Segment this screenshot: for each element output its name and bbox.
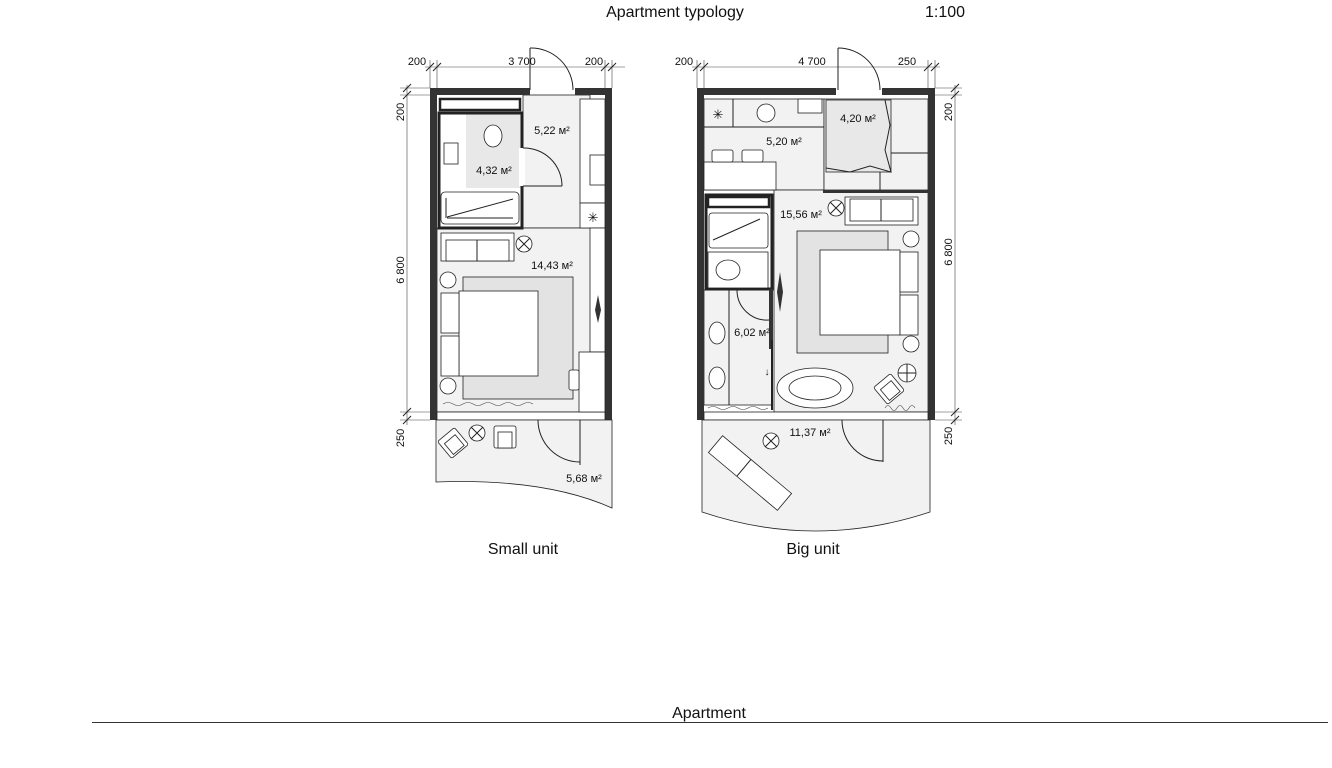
svg-text:200: 200 [395, 103, 407, 121]
hall-floor [522, 94, 591, 229]
bathroom-door[interactable] [736, 289, 770, 321]
hall-wardrobe [579, 98, 606, 204]
curtain [442, 402, 534, 406]
balcony-floor [435, 419, 613, 509]
toilet [715, 259, 741, 281]
bathtub [776, 367, 854, 409]
pillow [899, 294, 919, 336]
sheet-title: Apartment typology [606, 4, 744, 21]
entrance-door[interactable] [837, 47, 881, 91]
curtain [707, 406, 769, 410]
big-unit-dimensions: 200 4 700 250 200 6 800 250 [675, 56, 962, 445]
sink [443, 142, 459, 165]
bed [819, 249, 901, 336]
floor-lamp-icon [897, 363, 917, 383]
washbasin [708, 321, 726, 345]
arrow-down-icon: ↓ [765, 367, 770, 378]
area-room: 14,43 м² [531, 260, 573, 272]
armchair [437, 427, 469, 459]
svg-text:200: 200 [408, 56, 426, 68]
hob [756, 103, 776, 123]
big-unit-label: Big unit [786, 541, 840, 558]
svg-text:3 700: 3 700 [508, 56, 536, 68]
area-wardrobe: 4,20 м² [840, 113, 876, 125]
svg-text:6 800: 6 800 [943, 238, 955, 266]
svg-text:4 700: 4 700 [798, 56, 826, 68]
tv-cabinet [589, 227, 606, 353]
small-unit-dimensions: 200 3 700 200 200 6 800 250 [395, 56, 625, 447]
balcony-floor [701, 419, 931, 532]
toilet [483, 124, 503, 148]
fan-icon: ✳ [713, 107, 724, 122]
small-unit-plan: 200 3 700 200 200 6 800 250 [395, 47, 625, 509]
footer-label: Apartment [672, 705, 746, 722]
area-room: 15,56 м² [780, 209, 822, 221]
svg-text:200: 200 [943, 103, 955, 121]
pillow [440, 335, 460, 377]
scale-label: 1:100 [925, 4, 965, 21]
nightstand [902, 230, 920, 248]
area-kitchen: 5,20 м² [766, 136, 802, 148]
entrance-door[interactable] [529, 47, 574, 91]
fan-icon: ✳ [588, 210, 599, 225]
balcony-lamp-icon [468, 424, 486, 442]
washbasin [708, 366, 726, 390]
small-unit-label: Small unit [488, 541, 559, 558]
chair [711, 149, 734, 163]
walk-in-wardrobe [825, 99, 892, 173]
armchair [873, 373, 905, 405]
ventilation-shaft [579, 202, 606, 229]
balcony-lamp-icon [762, 432, 780, 450]
armchair [493, 425, 517, 449]
svg-text:200: 200 [585, 56, 603, 68]
wardrobe-section [589, 154, 606, 186]
desk-chair [568, 369, 580, 391]
sofa [440, 232, 515, 262]
pillow [440, 292, 460, 334]
sun-lounger [707, 435, 793, 511]
svg-text:200: 200 [675, 56, 693, 68]
area-bathroom: 6,02 м² [734, 327, 770, 339]
chair [741, 149, 764, 163]
dining-table [703, 161, 777, 191]
balcony-door[interactable] [841, 419, 884, 462]
bathroom-door[interactable] [522, 147, 563, 187]
sink [797, 98, 823, 114]
curtain [884, 405, 916, 411]
big-unit-plan: 200 4 700 250 200 6 800 250 [675, 47, 962, 532]
desk [578, 351, 606, 413]
area-balcony: 11,37 м² [790, 427, 831, 439]
ceiling-lamp-icon [827, 199, 845, 217]
area-balcony: 5,68 м² [566, 473, 602, 485]
folding-doors [825, 99, 892, 173]
nightstand [439, 377, 457, 395]
ceiling-lamp-icon [515, 235, 533, 253]
bed [458, 290, 539, 377]
shower [708, 212, 769, 249]
svg-text:6 800: 6 800 [395, 256, 407, 284]
balcony-door[interactable] [537, 419, 581, 465]
svg-text:250: 250 [943, 427, 955, 445]
tv [595, 295, 601, 323]
sofa [844, 196, 919, 226]
nightstand [439, 271, 457, 289]
pillow [899, 251, 919, 293]
tv [777, 272, 783, 312]
svg-text:250: 250 [898, 56, 916, 68]
small-unit-walls [430, 88, 612, 421]
area-bathroom: 4,32 м² [476, 165, 512, 177]
area-hall: 5,22 м² [534, 125, 570, 137]
nightstand [902, 335, 920, 353]
svg-text:250: 250 [395, 429, 407, 447]
